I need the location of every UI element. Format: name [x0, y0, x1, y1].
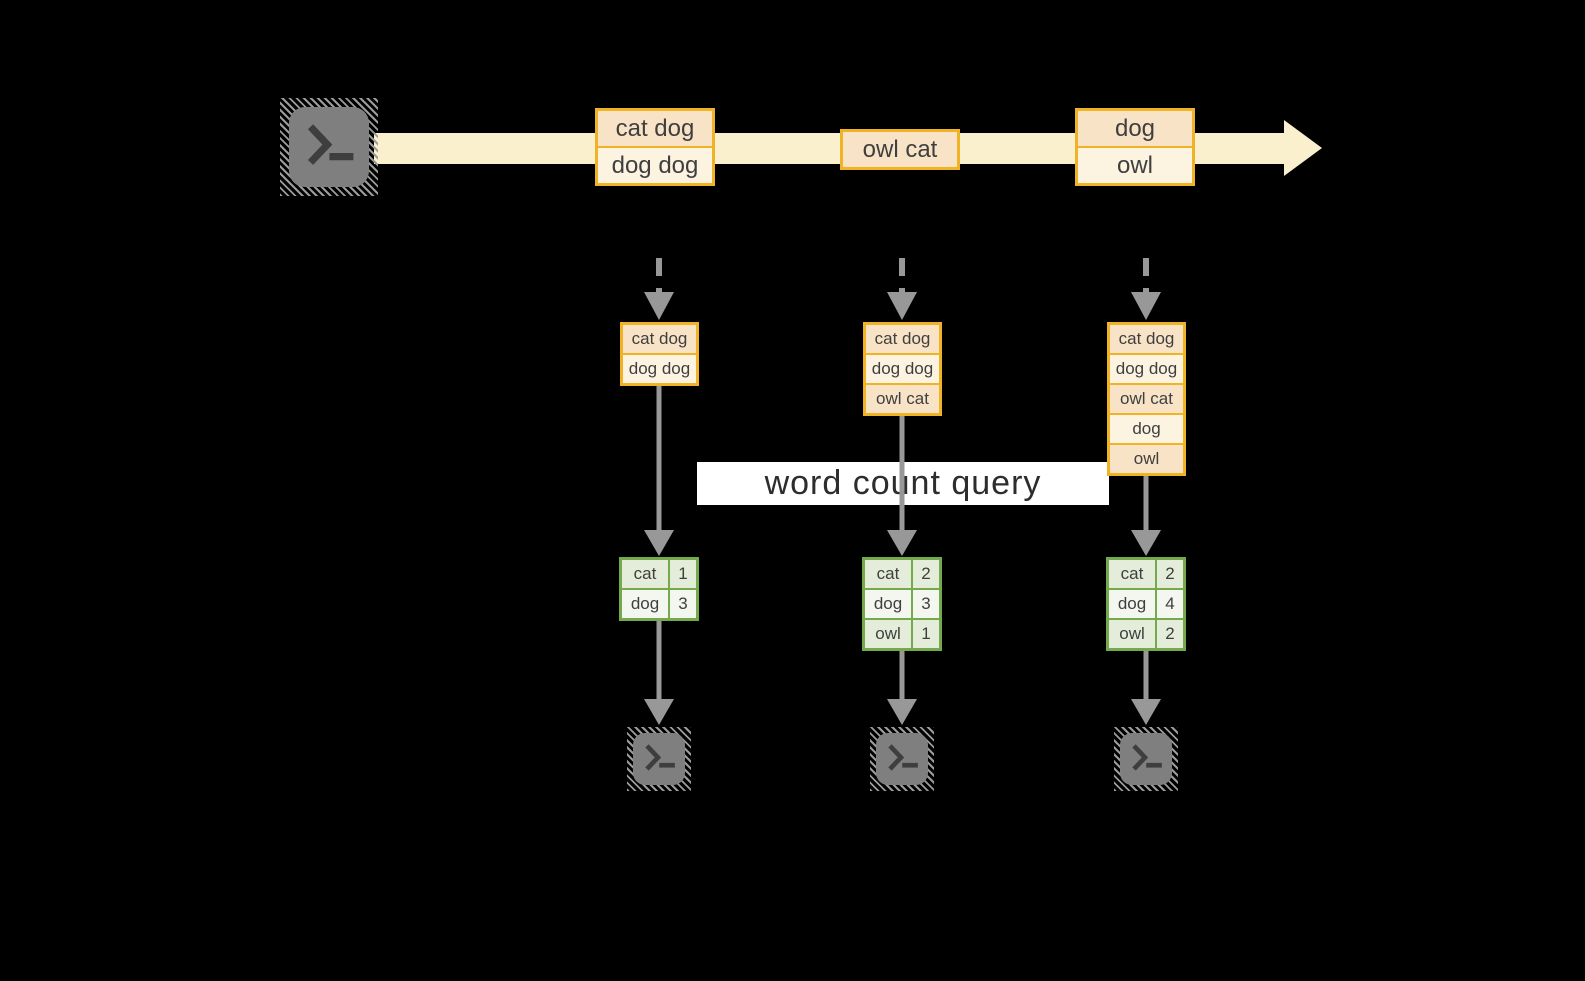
- table-to-sink-arrow: [644, 621, 674, 725]
- count-cell: 4: [1157, 590, 1183, 618]
- word-cell: dog: [1109, 590, 1155, 618]
- stream-message-group: dog owl: [1075, 108, 1195, 186]
- table-row: cat 1: [622, 560, 696, 588]
- sink-terminal-icon: [1114, 727, 1178, 791]
- table-row: cat 2: [1109, 560, 1183, 588]
- stream-to-stack-arrow: [1131, 258, 1161, 320]
- word-cell: dog: [865, 590, 911, 618]
- stack-to-table-arrow: [644, 386, 674, 556]
- table-to-sink-arrow: [887, 651, 917, 725]
- stack-to-table-arrow: [1131, 476, 1161, 556]
- stack-item: owl cat: [1110, 385, 1183, 413]
- message-stack: cat dog dog dog owl cat dog owl: [1107, 322, 1186, 476]
- terminal-prompt-glyph: [888, 744, 918, 771]
- prompt-chevron-icon: [645, 744, 662, 771]
- word-count-table: cat 2 dog 4 owl 2: [1106, 557, 1186, 651]
- word-cell: cat: [1109, 560, 1155, 588]
- terminal-body: [876, 733, 928, 785]
- table-row: owl 1: [865, 620, 939, 648]
- count-cell: 1: [913, 620, 939, 648]
- arrowhead-icon: [644, 699, 674, 725]
- count-cell: 3: [913, 590, 939, 618]
- table-row: dog 3: [865, 590, 939, 618]
- arrowhead-icon: [1131, 699, 1161, 725]
- word-cell: dog: [622, 590, 668, 618]
- stream-message: dog: [1078, 111, 1192, 146]
- count-cell: 1: [670, 560, 696, 588]
- table-row: owl 2: [1109, 620, 1183, 648]
- stream-band-arrowhead-icon: [1284, 120, 1322, 176]
- stream-message: owl cat: [843, 132, 957, 167]
- stack-item: cat dog: [1110, 325, 1183, 353]
- count-cell: 2: [1157, 560, 1183, 588]
- table-row: cat 2: [865, 560, 939, 588]
- prompt-chevron-icon: [307, 124, 333, 165]
- stack-item: owl: [1110, 445, 1183, 473]
- arrowhead-icon: [887, 530, 917, 556]
- stack-item: cat dog: [623, 325, 696, 353]
- prompt-chevron-icon: [1132, 744, 1149, 771]
- stream-message-group: owl cat: [840, 129, 960, 170]
- source-terminal-icon: [280, 98, 378, 196]
- stack-item: dog dog: [866, 355, 939, 383]
- arrowhead-icon: [887, 292, 917, 320]
- arrowhead-icon: [1131, 530, 1161, 556]
- stream-message: cat dog: [598, 111, 712, 146]
- terminal-prompt-glyph: [307, 124, 354, 165]
- count-cell: 2: [1157, 620, 1183, 648]
- stack-to-table-arrow: [887, 416, 917, 556]
- terminal-body: [289, 107, 369, 187]
- word-cell: owl: [1109, 620, 1155, 648]
- stack-item: dog: [1110, 415, 1183, 443]
- stream-to-stack-arrow: [644, 258, 674, 320]
- table-row: dog 3: [622, 590, 696, 618]
- count-cell: 3: [670, 590, 696, 618]
- word-cell: cat: [865, 560, 911, 588]
- stack-item: dog dog: [1110, 355, 1183, 383]
- arrowhead-icon: [644, 530, 674, 556]
- sink-terminal-icon: [870, 727, 934, 791]
- message-stack: cat dog dog dog: [620, 322, 699, 386]
- terminal-prompt-glyph: [1132, 744, 1162, 771]
- stack-item: cat dog: [866, 325, 939, 353]
- stack-item: dog dog: [623, 355, 696, 383]
- word-count-table: cat 2 dog 3 owl 1: [862, 557, 942, 651]
- word-cell: cat: [622, 560, 668, 588]
- arrowhead-icon: [644, 292, 674, 320]
- stream-message-group: cat dog dog dog: [595, 108, 715, 186]
- stack-item: owl cat: [866, 385, 939, 413]
- word-count-table: cat 1 dog 3: [619, 557, 699, 621]
- terminal-prompt-glyph: [645, 744, 675, 771]
- stream-to-stack-arrow: [887, 258, 917, 320]
- arrowhead-icon: [1131, 292, 1161, 320]
- table-to-sink-arrow: [1131, 651, 1161, 725]
- count-cell: 2: [913, 560, 939, 588]
- arrowhead-icon: [887, 699, 917, 725]
- word-cell: owl: [865, 620, 911, 648]
- table-row: dog 4: [1109, 590, 1183, 618]
- sink-terminal-icon: [627, 727, 691, 791]
- prompt-chevron-icon: [888, 744, 905, 771]
- terminal-body: [633, 733, 685, 785]
- stream-message: owl: [1078, 148, 1192, 183]
- message-stack: cat dog dog dog owl cat: [863, 322, 942, 416]
- stream-message: dog dog: [598, 148, 712, 183]
- terminal-body: [1120, 733, 1172, 785]
